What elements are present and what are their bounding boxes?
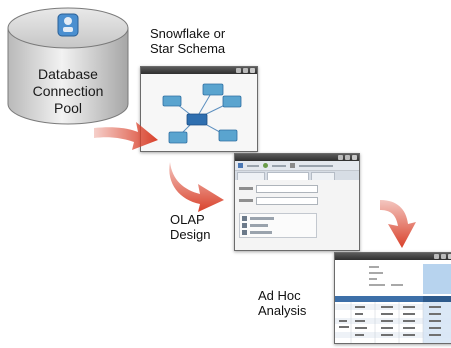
- cube-icon: [242, 223, 247, 228]
- maximize-button[interactable]: [243, 68, 248, 73]
- schema-caption: Snowflake or Star Schema: [150, 26, 226, 56]
- save-icon[interactable]: [238, 163, 243, 168]
- toolbar-placeholder: [299, 164, 333, 167]
- list-item[interactable]: [250, 231, 272, 234]
- minimize-button[interactable]: [338, 155, 343, 160]
- schema-diagram: [141, 74, 257, 151]
- minimize-button[interactable]: [236, 68, 241, 73]
- flow-arrow-icon: [380, 200, 416, 248]
- olap-caption: OLAP Design: [170, 212, 211, 242]
- close-button[interactable]: [448, 254, 451, 259]
- window-titlebar: [235, 154, 359, 161]
- list-item[interactable]: [250, 224, 268, 227]
- tab-1[interactable]: [237, 172, 265, 180]
- column-header-row: [335, 296, 451, 302]
- pivot-table: [335, 260, 451, 343]
- database-label: Database Connection Pool: [32, 66, 104, 116]
- name-field[interactable]: [256, 185, 318, 193]
- flow-arrow-icon: [94, 122, 158, 150]
- fact-table-node: [186, 113, 208, 126]
- olap-tab-strip: [235, 171, 359, 180]
- toolbar-placeholder: [272, 164, 286, 167]
- highlight-column: [423, 302, 451, 343]
- olap-form: [235, 180, 359, 243]
- highlight-column-header: [423, 264, 451, 294]
- minimize-button[interactable]: [434, 254, 439, 259]
- dimension-table-node: [162, 83, 242, 144]
- olap-window: [234, 153, 360, 251]
- refresh-icon[interactable]: [263, 163, 268, 168]
- window-titlebar: [335, 253, 451, 260]
- dimension-list: [239, 213, 317, 238]
- analysis-window: [334, 252, 451, 344]
- list-item[interactable]: [250, 217, 274, 220]
- source-field[interactable]: [256, 197, 318, 205]
- flow-arrow-icon: [169, 162, 224, 212]
- toolbar-placeholder: [247, 164, 259, 167]
- cube-icon: [242, 216, 247, 221]
- schema-window: [140, 66, 258, 152]
- maximize-button[interactable]: [441, 254, 446, 259]
- connection-pool-icon: [57, 13, 79, 37]
- analysis-caption: Ad Hoc Analysis: [258, 288, 307, 318]
- tab-3[interactable]: [311, 172, 335, 180]
- database-cylinder-icon: [7, 7, 129, 125]
- olap-toolbar: [235, 161, 359, 171]
- maximize-button[interactable]: [345, 155, 350, 160]
- window-titlebar: [141, 67, 257, 74]
- close-button[interactable]: [250, 68, 255, 73]
- field-label: [239, 187, 253, 190]
- field-label: [239, 199, 253, 202]
- options-icon[interactable]: [290, 163, 295, 168]
- cube-icon: [242, 230, 247, 235]
- close-button[interactable]: [352, 155, 357, 160]
- filter-panel: [369, 266, 403, 286]
- tab-2[interactable]: [267, 172, 309, 180]
